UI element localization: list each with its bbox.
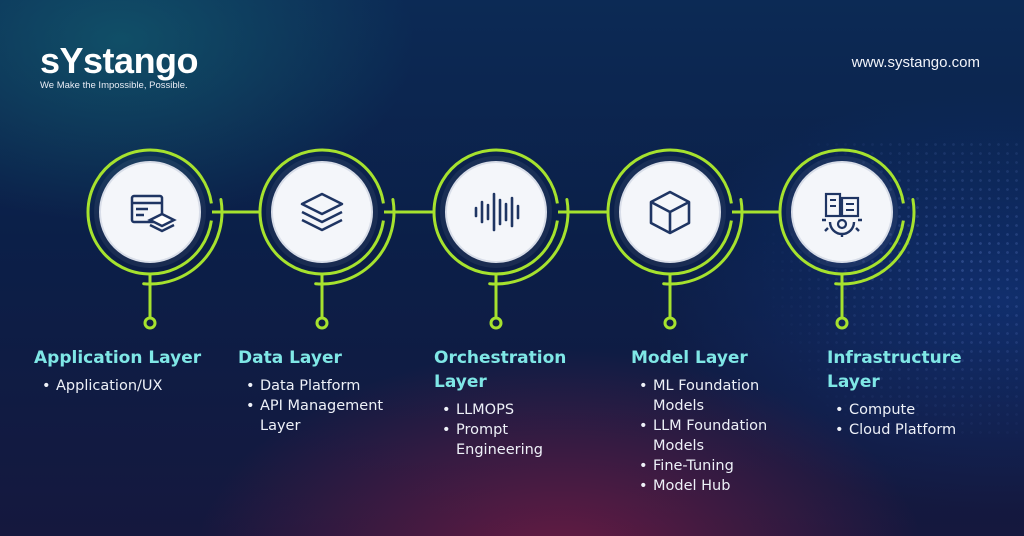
node-outer-ring (86, 148, 213, 276)
layer-items-list: Application/UX (34, 376, 214, 396)
layer-item: LLMOPS (434, 400, 564, 420)
node-accent-arc (834, 198, 916, 286)
layer-title: Model Layer (631, 348, 748, 368)
layer-column: Data LayerData PlatformAPI Management La… (238, 346, 418, 436)
node-accent-arc (662, 198, 744, 286)
drop-dot (835, 316, 849, 330)
node-disc (99, 161, 201, 263)
waveform-icon (466, 182, 526, 242)
layer-item: Application/UX (34, 376, 214, 396)
layer-title: Application Layer (34, 348, 202, 368)
layer-item: Prompt Engineering (434, 420, 564, 460)
website-url: www.systango.com (851, 54, 980, 71)
node-accent-arc (314, 198, 396, 286)
node-accent-arc (142, 198, 224, 286)
node-accent-arc (488, 198, 570, 286)
layer-items-list: Data PlatformAPI Management Layer (238, 376, 403, 436)
cube-icon (640, 182, 700, 242)
data-stack-icon (292, 182, 352, 242)
layer-column: Model Layer ML Foundation ModelsLLM Found… (631, 346, 811, 496)
layer-item: API Management Layer (238, 396, 403, 436)
layer-item: Data Platform (238, 376, 403, 396)
layer-items-list: LLMOPSPrompt Engineering (434, 400, 564, 460)
drop-dot (489, 316, 503, 330)
application-ux-icon (120, 182, 180, 242)
layer-items-list: ML Foundation ModelsLLM Foundation Model… (631, 376, 791, 496)
layer-title: Orchestration Layer (434, 348, 567, 392)
layer-item: Compute (827, 400, 1007, 420)
layer-items-list: ComputeCloud Platform (827, 400, 1007, 440)
infrastructure-building-icon (812, 182, 872, 242)
brand-tagline: We Make the Impossible, Possible. (40, 80, 188, 91)
layer-title: Data Layer (238, 348, 342, 368)
node-outer-ring (432, 148, 559, 276)
brand-name: sYstango (40, 40, 199, 81)
drop-dot (663, 316, 677, 330)
node-outer-ring (778, 148, 905, 276)
layer-column: Infrastructure LayerComputeCloud Platfor… (827, 346, 1007, 440)
node-disc (445, 161, 547, 263)
layer-item: Fine-Tuning (631, 456, 791, 476)
layer-item: Cloud Platform (827, 420, 1007, 440)
layer-column: Orchestration LayerLLMOPSPrompt Engineer… (434, 346, 614, 460)
layer-item: ML Foundation Models (631, 376, 791, 416)
brand-logo: sYstango We Make the Impossible, Possibl… (40, 40, 199, 92)
layer-item: LLM Foundation Models (631, 416, 791, 456)
node-outer-ring (606, 148, 733, 276)
node-outer-ring (258, 148, 385, 276)
layer-column: Application LayerApplication/UX (34, 346, 214, 396)
drop-dot (143, 316, 157, 330)
layer-item: Model Hub (631, 476, 791, 496)
layer-title: Infrastructure Layer (827, 348, 962, 392)
node-disc (271, 161, 373, 263)
drop-dot (315, 316, 329, 330)
